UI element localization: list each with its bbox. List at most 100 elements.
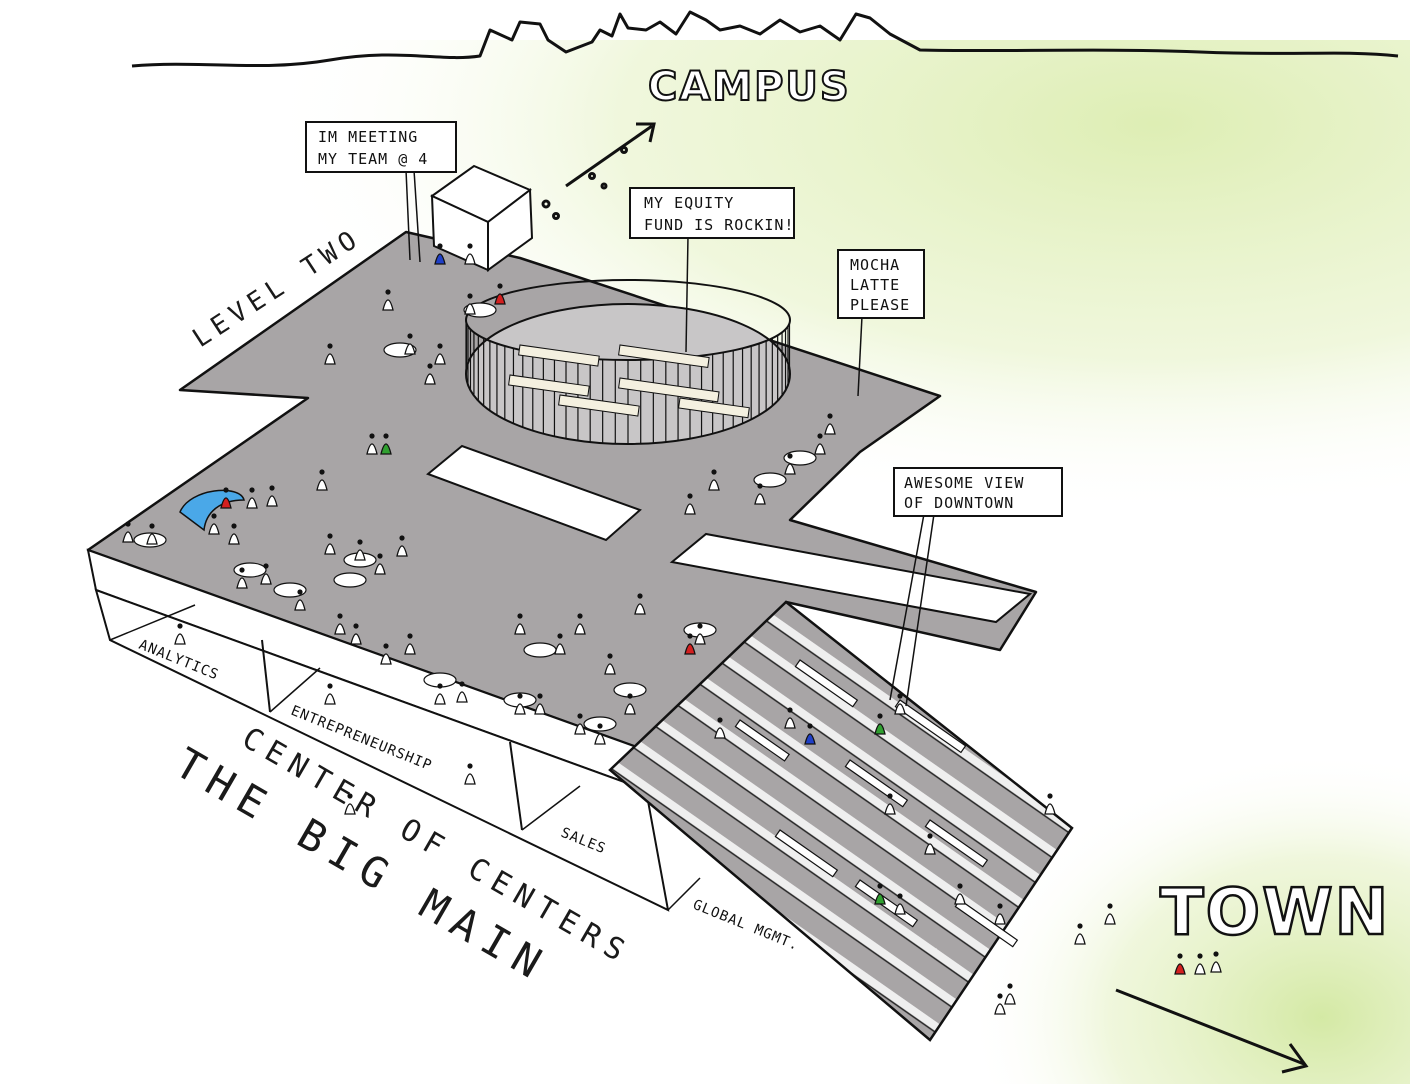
person-figure <box>684 633 696 655</box>
person-figure <box>1074 923 1086 945</box>
people-layer <box>122 243 1222 1015</box>
person-figure <box>1210 951 1222 973</box>
person-figure <box>350 623 362 645</box>
person-figure <box>404 633 416 655</box>
person-figure <box>464 763 476 785</box>
bubble-meeting-line-2: MY TEAM @ 4 <box>318 150 428 168</box>
bubble-view-line-2: OF DOWNTOWN <box>904 494 1014 512</box>
person-figure <box>894 893 906 915</box>
person-figure <box>236 567 248 589</box>
town-label: TOWN <box>1160 876 1390 950</box>
table-shape <box>523 642 557 658</box>
person-figure <box>994 993 1006 1015</box>
person-figure <box>146 523 158 545</box>
person-figure <box>1104 903 1116 925</box>
person-figure <box>316 469 328 491</box>
stair-risers <box>734 659 1019 948</box>
building-section <box>86 548 701 912</box>
person-figure <box>754 483 766 505</box>
person-figure <box>404 333 416 355</box>
person-figure <box>220 487 232 509</box>
grand-stair <box>608 600 1074 1042</box>
person-figure <box>784 707 796 729</box>
round-glass-room <box>465 279 791 445</box>
roof-box <box>430 164 534 272</box>
person-figure <box>324 343 336 365</box>
person-figure <box>434 343 446 365</box>
person-figure <box>514 693 526 715</box>
person-figure <box>434 683 446 705</box>
table-shape <box>233 562 267 578</box>
person-figure <box>1044 793 1056 815</box>
person-figure <box>246 487 258 509</box>
bubble-mocha-line-3: PLEASE <box>850 296 910 314</box>
bubble-view-line-1: AWESOME VIEW <box>904 474 1024 492</box>
campus-arrow-icon <box>541 122 656 220</box>
bubble-equity-line-1: MY EQUITY <box>644 194 734 212</box>
bubble-equity: MY EQUITY FUND IS ROCKIN! <box>629 187 795 353</box>
person-figure <box>456 681 468 703</box>
person-figure <box>1174 953 1186 975</box>
person-figure <box>396 535 408 557</box>
bubble-mocha-line-1: MOCHA <box>850 256 900 274</box>
person-figure <box>594 723 606 745</box>
person-figure <box>434 243 446 265</box>
bubble-meeting-line-1: IM MEETING <box>318 128 418 146</box>
person-figure <box>824 413 836 435</box>
bubble-equity-line-2: FUND IS ROCKIN! <box>644 216 794 234</box>
town-arrow-icon <box>1115 988 1309 1074</box>
person-figure <box>554 633 566 655</box>
person-figure <box>260 563 272 585</box>
person-figure <box>574 613 586 635</box>
person-figure <box>954 883 966 905</box>
person-figure <box>424 363 436 385</box>
person-figure <box>624 693 636 715</box>
table-shape <box>333 572 367 588</box>
person-figure <box>380 643 392 665</box>
person-figure <box>494 283 506 305</box>
person-figure <box>574 713 586 735</box>
person-figure <box>874 713 886 735</box>
person-figure <box>344 793 356 815</box>
bubble-mocha-line-2: LATTE <box>850 276 900 294</box>
person-figure <box>294 589 306 611</box>
person-figure <box>634 593 646 615</box>
person-figure <box>266 485 278 507</box>
person-figure <box>814 433 826 455</box>
campus-label: CAMPUS <box>648 64 851 110</box>
person-figure <box>354 539 366 561</box>
person-figure <box>1194 953 1206 975</box>
person-figure <box>604 653 616 675</box>
person-figure <box>694 623 706 645</box>
person-figure <box>534 693 546 715</box>
person-figure <box>464 243 476 265</box>
person-figure <box>366 433 378 455</box>
person-figure <box>874 883 886 905</box>
person-figure <box>804 723 816 745</box>
person-figure <box>122 521 134 543</box>
table-shape <box>753 472 787 488</box>
person-figure <box>514 613 526 635</box>
floor-openings <box>426 444 1033 624</box>
bubble-mocha: MOCHA LATTE PLEASE <box>837 249 925 397</box>
person-figure <box>684 493 696 515</box>
person-figure <box>894 693 906 715</box>
person-figure <box>714 717 726 739</box>
person-figure <box>324 683 336 705</box>
person-figure <box>924 833 936 855</box>
bubble-meeting: IM MEETING MY TEAM @ 4 <box>305 121 457 263</box>
person-figure <box>994 903 1006 925</box>
person-figure <box>174 623 186 645</box>
person-figure <box>708 469 720 491</box>
person-figure <box>208 513 220 535</box>
person-figure <box>784 453 796 475</box>
person-figure <box>324 533 336 555</box>
person-figure <box>334 613 346 635</box>
bubble-view: AWESOME VIEW OF DOWNTOWN <box>889 467 1063 707</box>
person-figure <box>884 793 896 815</box>
person-figure <box>374 553 386 575</box>
campus-skyline <box>131 10 1399 68</box>
person-figure <box>228 523 240 545</box>
person-figure <box>380 433 392 455</box>
